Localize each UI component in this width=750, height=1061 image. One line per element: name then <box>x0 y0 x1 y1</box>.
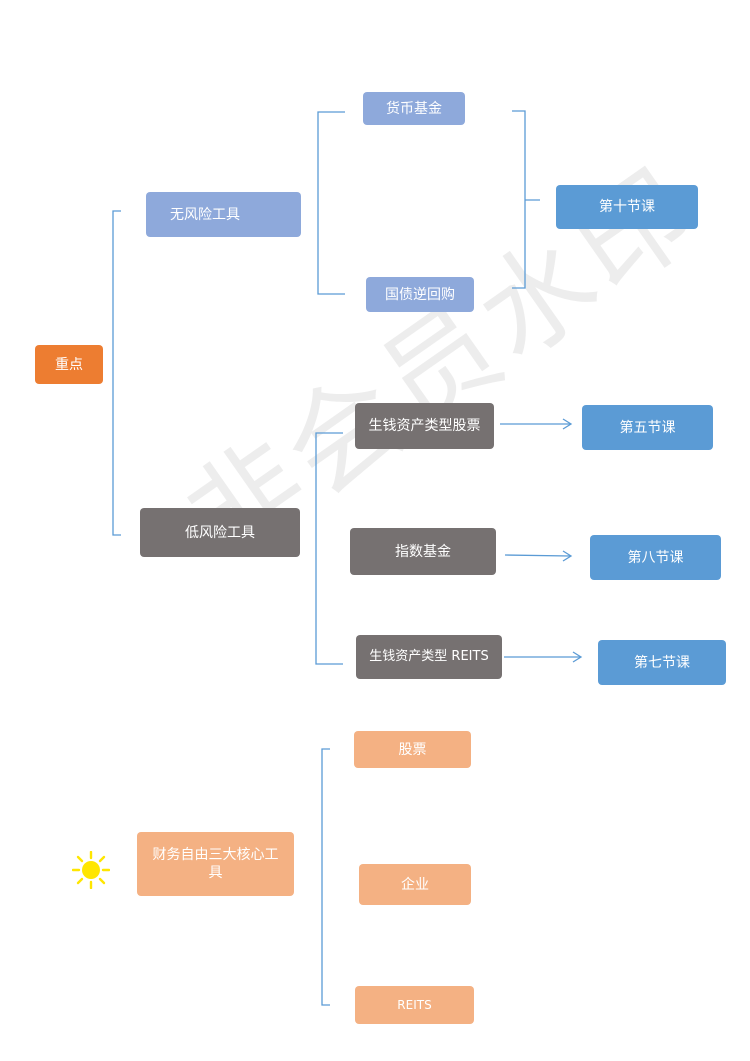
low-risk-label: 低风险工具 <box>185 524 255 541</box>
risk-free-bracket <box>317 111 345 295</box>
lesson5-label: 第五节课 <box>619 419 676 436</box>
stocks-label: 股票 <box>398 741 427 758</box>
enterprise-label: 企业 <box>401 876 429 893</box>
reverse-repo-node[interactable]: 国债逆回购 <box>366 277 474 312</box>
lesson10-node[interactable]: 第十节课 <box>556 185 698 229</box>
low-risk-node[interactable]: 低风险工具 <box>140 508 300 557</box>
core-tools-node[interactable]: 财务自由三大核心工具 <box>137 832 294 896</box>
root-label: 重点 <box>55 356 83 373</box>
lesson5-node[interactable]: 第五节课 <box>582 405 713 450</box>
root-bracket <box>112 210 121 536</box>
core-bracket <box>321 748 330 1006</box>
low-risk-bracket <box>315 432 343 665</box>
enterprise-node[interactable]: 企业 <box>359 864 471 905</box>
lesson8-node[interactable]: 第八节课 <box>590 535 721 580</box>
arrow-index-lesson8 <box>504 550 573 562</box>
lesson7-label: 第七节课 <box>634 654 690 671</box>
lesson8-label: 第八节课 <box>627 549 684 566</box>
money-fund-label: 货币基金 <box>386 100 442 117</box>
reits-label: REITS <box>397 998 432 1012</box>
arrow-stock-lesson5 <box>500 418 573 430</box>
reverse-repo-label: 国债逆回购 <box>385 286 455 303</box>
lesson7-node[interactable]: 第七节课 <box>598 640 726 685</box>
money-fund-node[interactable]: 货币基金 <box>363 92 465 125</box>
core-tools-label: 财务自由三大核心工具 <box>152 847 279 881</box>
stocks-node[interactable]: 股票 <box>354 731 471 768</box>
risk-free-node[interactable]: 无风险工具 <box>146 192 301 237</box>
risk-free-label: 无风险工具 <box>170 206 240 223</box>
reits-asset-label: 生钱资产类型 REITS <box>369 649 489 664</box>
arrow-reits-lesson7 <box>504 651 583 663</box>
reits-node[interactable]: REITS <box>355 986 474 1024</box>
root-node[interactable]: 重点 <box>35 345 103 384</box>
lesson10-brace <box>512 110 540 289</box>
sun-icon <box>72 851 110 889</box>
stock-asset-label: 生钱资产类型股票 <box>368 418 481 434</box>
stock-asset-node[interactable]: 生钱资产类型股票 <box>355 403 494 449</box>
index-fund-label: 指数基金 <box>395 543 451 560</box>
lesson10-label: 第十节课 <box>599 199 655 215</box>
reits-asset-node[interactable]: 生钱资产类型 REITS <box>356 635 502 679</box>
index-fund-node[interactable]: 指数基金 <box>350 528 496 575</box>
